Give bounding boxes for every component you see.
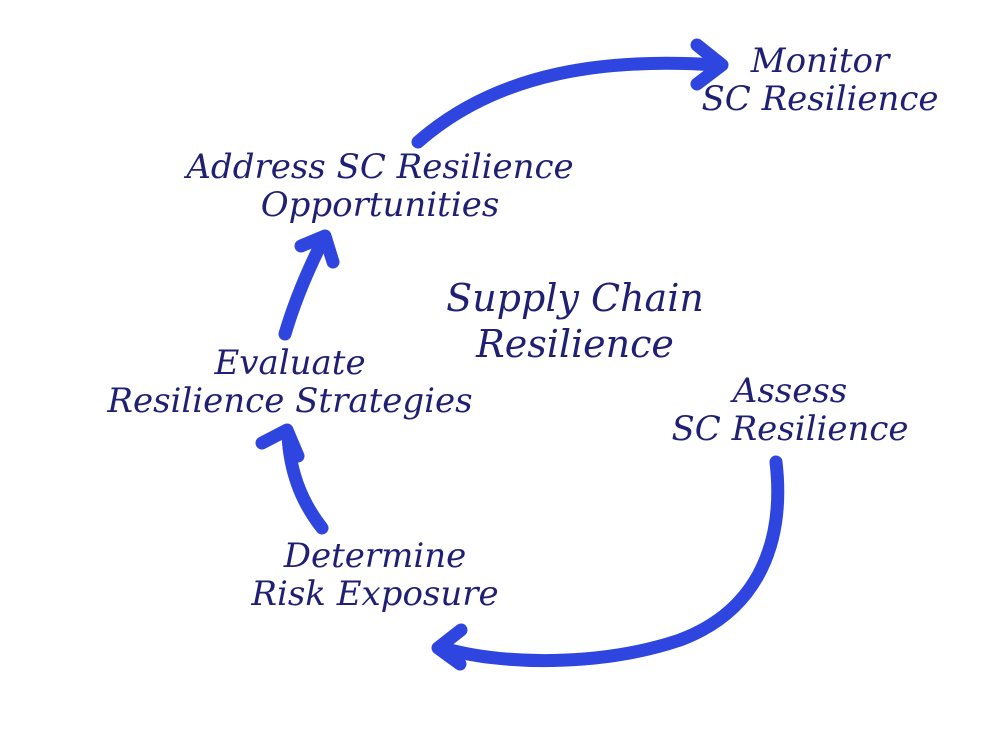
step-evaluate-line1: Evaluate — [214, 343, 366, 383]
center-title-line2: Resilience — [476, 321, 674, 366]
step-assess-line1: Assess — [732, 371, 848, 411]
step-determine: Determine Risk Exposure — [210, 537, 540, 613]
step-monitor: Monitor SC Resilience — [660, 42, 980, 118]
step-monitor-line2: SC Resilience — [701, 79, 939, 120]
step-assess-line2: SC Resilience — [671, 409, 909, 450]
arrowhead-evaluate — [255, 423, 305, 463]
arrow-address-to-monitor — [411, 56, 723, 149]
arrow-assess-to-determine — [436, 455, 785, 668]
arrowhead-determine — [431, 623, 468, 671]
step-evaluate-line2: Resilience Strategies — [107, 381, 473, 422]
arrowhead-monitor — [690, 38, 729, 91]
step-determine-line1: Determine — [283, 536, 467, 576]
arrow-evaluate-to-address — [278, 235, 329, 341]
center-title-line1: Supply Chain — [446, 276, 704, 320]
arrowhead-address — [294, 229, 340, 269]
step-evaluate: Evaluate Resilience Strategies — [55, 344, 525, 420]
step-monitor-line1: Monitor — [750, 41, 890, 81]
step-address: Address SC Resilience Opportunities — [130, 148, 630, 224]
step-determine-line2: Risk Exposure — [251, 574, 499, 615]
center-title: Supply Chain Resilience — [390, 276, 760, 367]
step-address-line2: Opportunities — [260, 185, 500, 226]
step-address-line1: Address SC Resilience — [186, 147, 574, 187]
step-assess: Assess SC Resilience — [635, 372, 945, 448]
